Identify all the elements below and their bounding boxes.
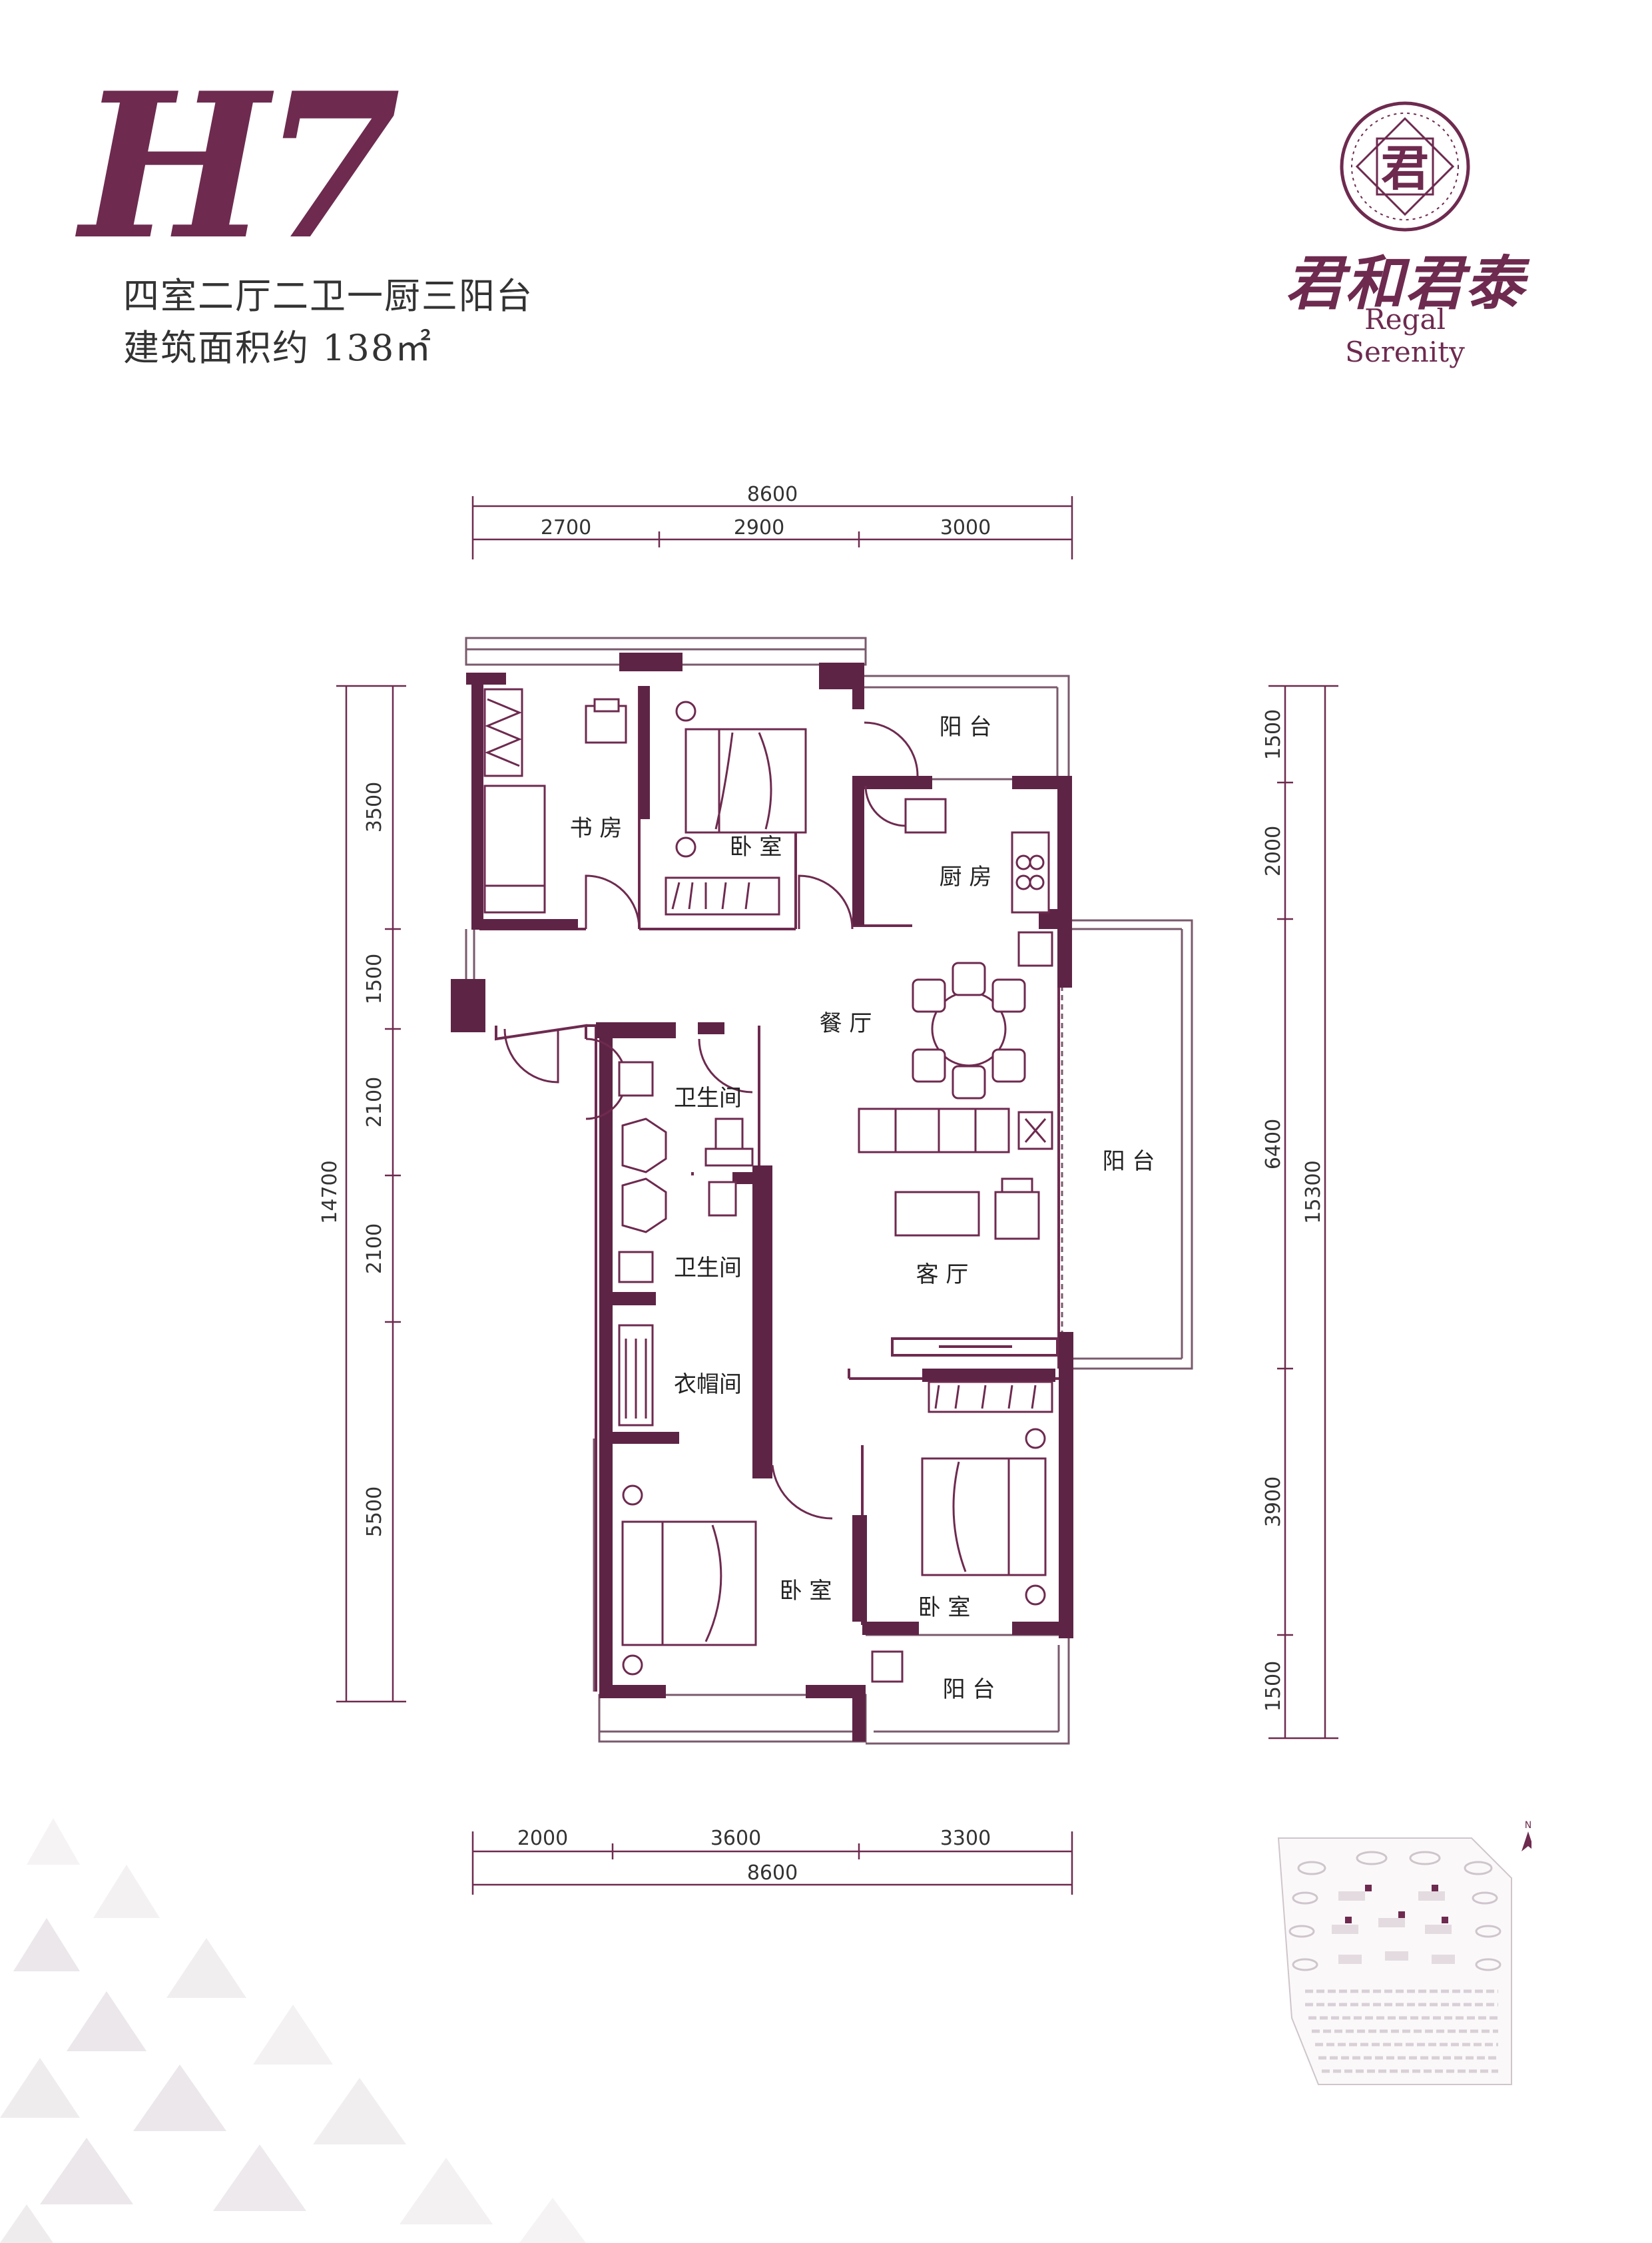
room-living: 客 厅 bbox=[916, 1261, 969, 1288]
dim-right-3: 6400 bbox=[1262, 1119, 1285, 1169]
dim-right-1: 1500 bbox=[1262, 709, 1285, 760]
dim-right-4: 3900 bbox=[1262, 1476, 1285, 1527]
unit-type-title: H7 bbox=[80, 49, 401, 284]
north-arrow-icon bbox=[1521, 1831, 1531, 1851]
room-kitchen: 厨 房 bbox=[940, 864, 992, 890]
layout-description: 四室二厅二卫一厨三阳台 bbox=[123, 275, 533, 317]
room-balcony-east: 阳 台 bbox=[1103, 1148, 1155, 1175]
dim-right-total: 15300 bbox=[1302, 1160, 1325, 1223]
dim-top-total: 8600 bbox=[747, 483, 798, 506]
room-bedroom-se: 卧 室 bbox=[918, 1594, 971, 1621]
dim-top-1: 2700 bbox=[541, 516, 591, 539]
dim-top-3: 3000 bbox=[940, 516, 991, 539]
dim-left-1: 3500 bbox=[363, 782, 386, 832]
dim-left-3: 2100 bbox=[363, 1077, 386, 1127]
dim-bottom-total: 8600 bbox=[747, 1861, 798, 1885]
floor-area: 建筑面积约 138㎡ bbox=[123, 327, 433, 369]
dim-bottom-3: 3300 bbox=[940, 1827, 991, 1850]
brand-name-cn: 君和君泰 bbox=[1284, 248, 1525, 318]
room-study: 书 房 bbox=[570, 815, 623, 842]
room-bedroom-top: 卧 室 bbox=[730, 834, 782, 860]
dim-right-5: 1500 bbox=[1262, 1661, 1285, 1712]
room-cloakroom: 衣帽间 bbox=[674, 1371, 742, 1398]
dim-left-4: 2100 bbox=[363, 1223, 386, 1274]
dim-left-total: 14700 bbox=[318, 1160, 342, 1223]
room-bedroom-sw: 卧 室 bbox=[780, 1578, 832, 1604]
room-dining: 餐 厅 bbox=[820, 1010, 872, 1037]
dim-left-2: 1500 bbox=[363, 954, 386, 1004]
room-balcony-se: 阳 台 bbox=[943, 1676, 995, 1703]
room-balcony-top: 阳 台 bbox=[940, 714, 992, 741]
dim-top-2: 2900 bbox=[734, 516, 784, 539]
brand-seal-logo: 君 bbox=[1340, 101, 1470, 232]
decorative-triangle-pattern bbox=[0, 1818, 586, 2243]
dim-left-5: 5500 bbox=[363, 1486, 386, 1537]
dim-right-2: 2000 bbox=[1262, 826, 1285, 876]
dim-bottom-1: 2000 bbox=[517, 1827, 568, 1850]
brand-name-en: Regal Serenity bbox=[1345, 303, 1465, 368]
room-bath-1: 卫生间 bbox=[674, 1085, 742, 1112]
site-key-plan: N bbox=[1277, 1820, 1531, 2085]
room-bath-2: 卫生间 bbox=[674, 1255, 742, 1281]
brand-seal-char: 君 bbox=[1381, 140, 1429, 196]
north-label: N bbox=[1525, 1820, 1531, 1831]
dim-bottom-2: 3600 bbox=[710, 1827, 761, 1850]
